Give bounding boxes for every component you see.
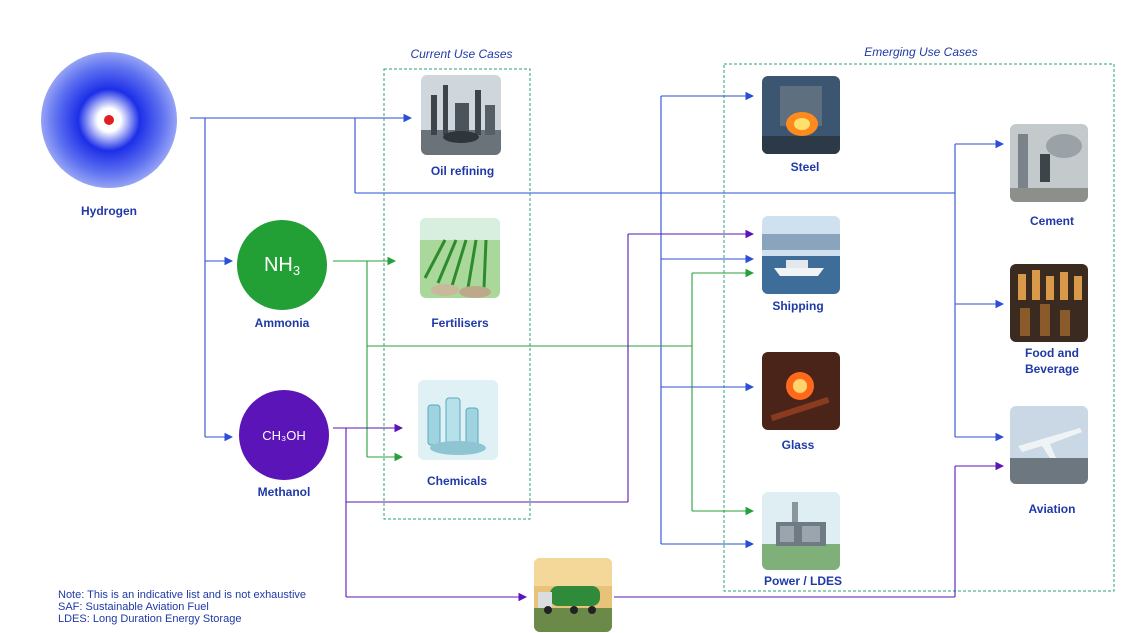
ammonia-label: Ammonia [254, 316, 310, 330]
note-disclaimer: Note: This is an indicative list and is … [58, 589, 307, 601]
shipping-label: Shipping [772, 299, 824, 313]
shipping-icon [762, 216, 840, 294]
steel-icon [762, 76, 840, 154]
hydrogen-label: Hydrogen [80, 204, 137, 218]
methanol-label: Methanol [257, 485, 311, 499]
nucleus-dot [104, 115, 114, 125]
aviation-icon [1010, 406, 1088, 484]
cement-icon [1010, 124, 1088, 202]
oil-refining-label: Oil refining [430, 164, 495, 178]
lab-glassware-icon [418, 380, 498, 460]
current-use-box [383, 68, 531, 520]
chemicals-label: Chemicals [426, 474, 488, 488]
food-beverage-label: Food and Beverage [1002, 345, 1102, 377]
crops-icon [420, 218, 500, 298]
hydrogen-flows [190, 91, 1005, 549]
fertilisers-label: Fertilisers [431, 316, 489, 330]
cement-label: Cement [1029, 214, 1074, 228]
food-beverage-label-line1: Food and [1025, 346, 1079, 360]
note-ldes: LDES: Long Duration Energy Storage [58, 613, 242, 625]
emerging-use-cases-title: Emerging Use Cases [864, 45, 978, 59]
hydrogen-atom-icon [41, 52, 177, 188]
glass-label: Glass [781, 438, 815, 452]
fuel-tanker-truck-icon [534, 558, 612, 632]
aviation-label: Aviation [1028, 502, 1076, 516]
methanol-formula: CH₃OH [262, 427, 306, 443]
ammonia-formula-subscript: 3 [292, 262, 301, 278]
food-beverage-icon [1010, 264, 1088, 342]
food-beverage-label-line2: Beverage [1024, 362, 1080, 376]
power-plant-icon [762, 492, 840, 570]
current-use-cases-title: Current Use Cases [410, 47, 513, 61]
ammonia-flows [333, 256, 755, 516]
methanol-circle: CH₃OH [239, 390, 329, 480]
glass-furnace-icon [762, 352, 840, 430]
emerging-use-box [723, 63, 1115, 592]
note-saf: SAF: Sustainable Aviation Fuel [58, 601, 209, 613]
refinery-icon [421, 75, 501, 155]
power-ldes-label: Power / LDES [763, 574, 843, 588]
methanol-flows [333, 229, 1005, 602]
steel-label: Steel [790, 160, 820, 174]
ammonia-formula: NH [263, 253, 293, 276]
